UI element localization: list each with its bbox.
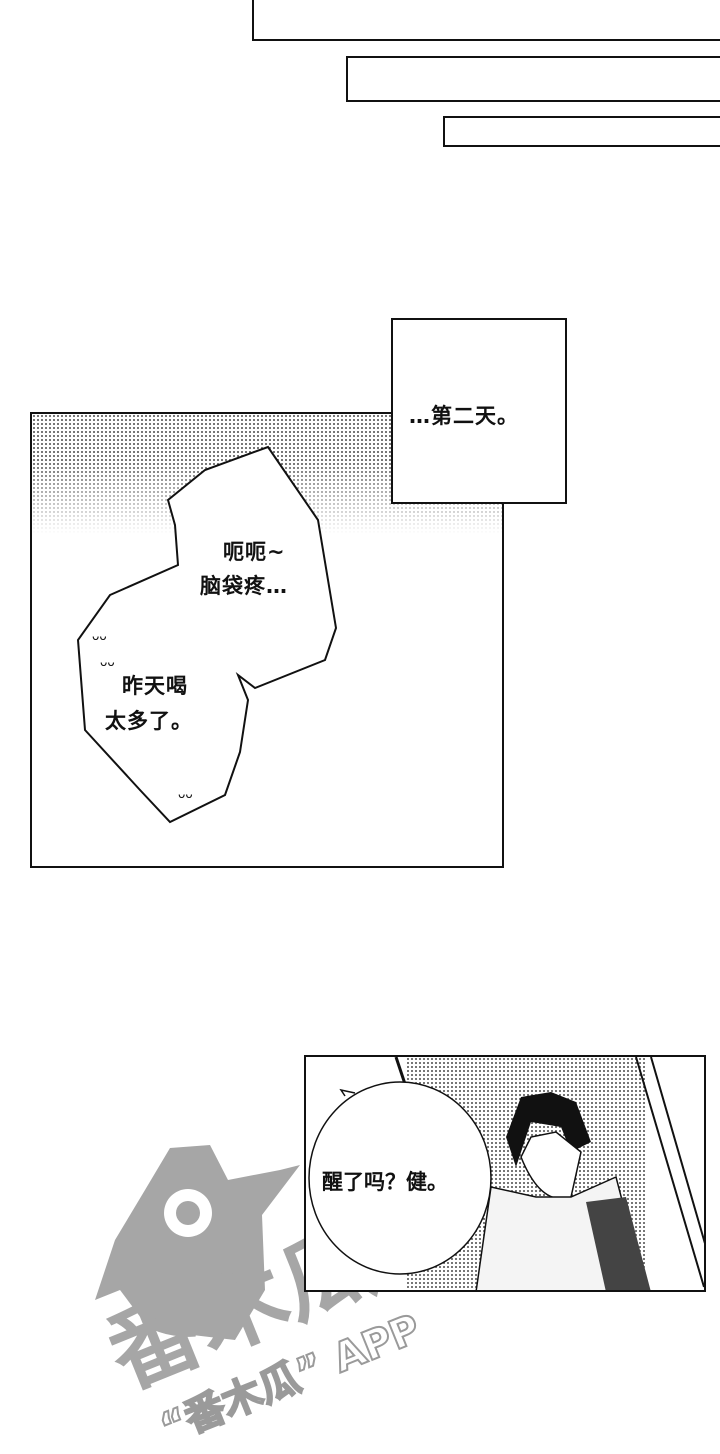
- sweat-mark: ᴗᴗ: [100, 655, 115, 669]
- sweat-mark: ᴗᴗ: [178, 787, 193, 801]
- caption-text: …第二天。: [409, 404, 519, 428]
- bubble-text-line: 呃呃~: [223, 540, 286, 564]
- sweat-mark: ᴗᴗ: [92, 629, 107, 643]
- bubble-text-line: 昨天喝: [122, 674, 188, 698]
- top-panel-2: [346, 56, 720, 102]
- bubble-text: 醒了吗？健。: [322, 1170, 448, 1194]
- top-panel-1: [252, 0, 720, 41]
- bubble-tail: [339, 1088, 356, 1097]
- speech-bubble-jagged: [76, 445, 338, 824]
- speech-bubble-round: [308, 1081, 492, 1275]
- caption-box: …第二天。: [391, 318, 567, 504]
- bubble-text-line: 脑袋疼…: [200, 574, 288, 598]
- top-panel-3: [443, 116, 720, 147]
- bubble-text-line: 太多了。: [105, 709, 193, 733]
- character-ken: [394, 1057, 704, 1290]
